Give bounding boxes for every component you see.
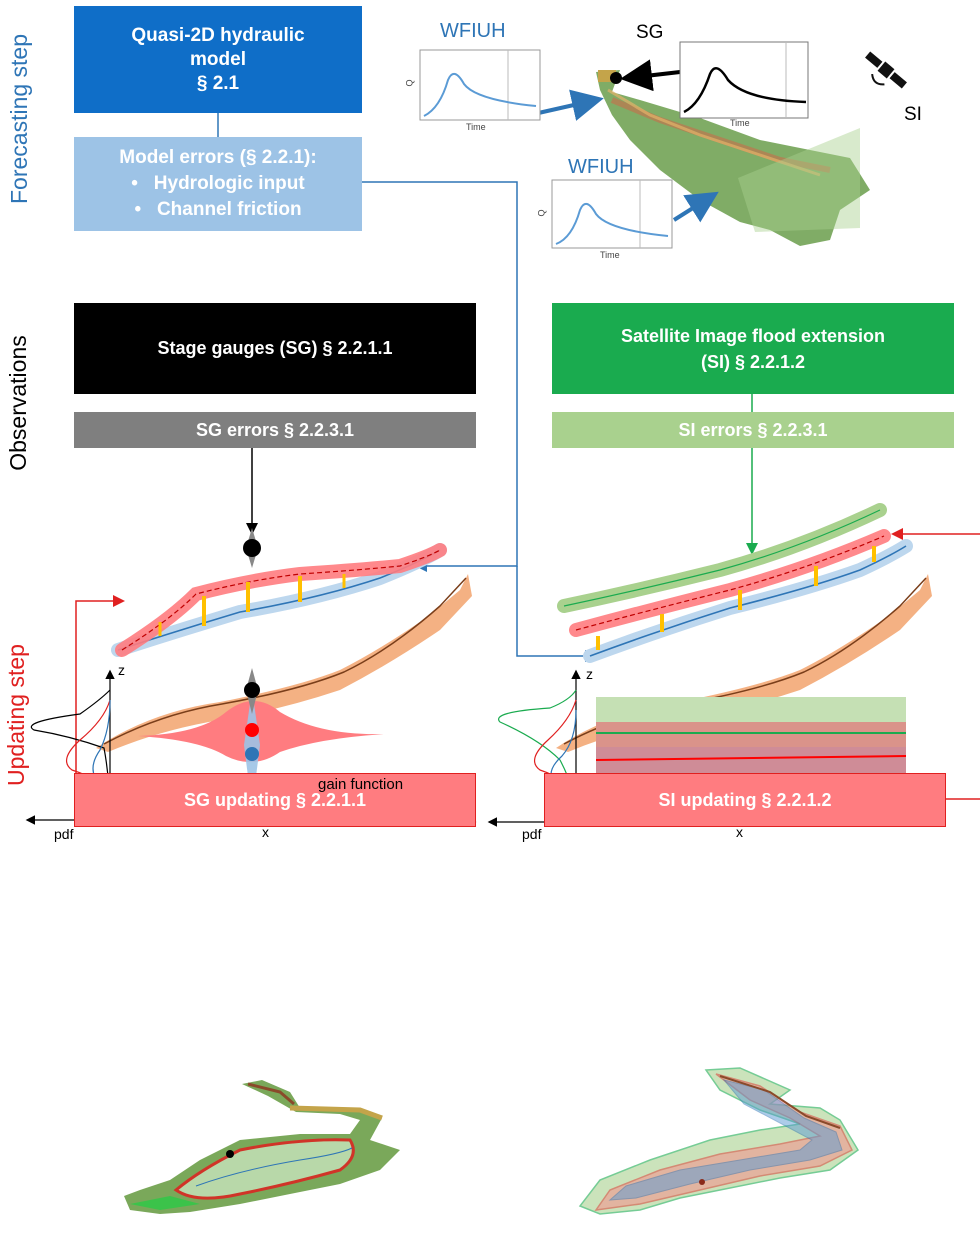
hydrograph-top-xlabel: Time xyxy=(466,122,486,132)
flood-map-top xyxy=(596,70,870,246)
si-flood-extent-map xyxy=(578,1067,859,1215)
satellite-image-box: Satellite Image flood extension (SI) § 2… xyxy=(552,303,954,394)
si-x-axis-label: x xyxy=(736,824,743,840)
wfiuh-bottom-hydrograph xyxy=(551,179,673,249)
model-errors-bullet2-text: Channel friction xyxy=(156,199,302,220)
sg-updating-box: SG updating § 2.2.1.1 xyxy=(74,773,476,827)
sg-channel-diagram xyxy=(96,528,472,752)
si-map-label: SI xyxy=(904,104,922,125)
sg-feedback-arrow xyxy=(75,595,125,773)
hydrograph-bottom-ylabel: Q xyxy=(536,209,547,217)
wfiuh-top-label: WFIUH xyxy=(440,20,506,42)
sg-pdf-label: pdf xyxy=(54,826,74,842)
hydraulic-model-line2: model xyxy=(190,48,246,70)
wfiuh-top-arrow xyxy=(533,89,604,121)
wfiuh-bottom-label: WFIUH xyxy=(568,156,634,178)
sg-errors-box: SG errors § 2.2.3.1 xyxy=(74,412,476,448)
hydrograph-bottom-xlabel: Time xyxy=(600,250,620,260)
sg-z-axis-label: z xyxy=(118,662,125,678)
hydrograph-sg-xlabel: Time xyxy=(730,118,750,128)
model-errors-bullet2: • Channel friction xyxy=(134,197,301,223)
stage-gauges-box: Stage gauges (SG) § 2.2.1.1 xyxy=(74,303,476,394)
si-errors-box: SI errors § 2.2.3.1 xyxy=(552,412,954,448)
model-errors-bullet1: • Hydrologic input xyxy=(131,171,304,197)
wfiuh-bottom-arrow xyxy=(672,191,719,223)
hydraulic-model-line1: Quasi-2D hydraulic xyxy=(131,24,305,46)
sg-hydrograph xyxy=(679,41,809,119)
si-pdf-label: pdf xyxy=(522,826,542,842)
model-errors-bullet1-text: Hydrologic input xyxy=(153,173,305,194)
si-z-axis-label: z xyxy=(586,666,593,682)
model-errors-to-sg-arrow xyxy=(362,181,518,572)
model-errors-title: Model errors (§ 2.2.1): xyxy=(119,147,317,168)
si-updating-box: SI updating § 2.2.1.2 xyxy=(544,773,946,827)
sg-map-arrow xyxy=(620,59,681,92)
wfiuh-top-hydrograph xyxy=(419,49,541,121)
hydraulic-model-box: Quasi-2D hydraulic model § 2.1 xyxy=(74,6,362,113)
si-channel-diagram xyxy=(556,503,932,752)
hydrograph-top-ylabel: Q xyxy=(404,79,415,87)
bullet-icon: • xyxy=(134,199,157,220)
model-errors-box: Model errors (§ 2.2.1): • Hydrologic inp… xyxy=(74,137,362,231)
bullet-icon: • xyxy=(131,173,154,194)
sg-map-label: SG xyxy=(636,22,664,43)
model-errors-to-si-arrow xyxy=(516,566,597,662)
sg-flood-extent-map xyxy=(124,1080,400,1214)
sg-point-marker xyxy=(610,72,622,84)
sg-x-axis-label: x xyxy=(262,824,269,840)
satellite-line2: (SI) § 2.2.1.2 xyxy=(700,351,806,372)
satellite-icon xyxy=(865,51,907,89)
satellite-line1: Satellite Image flood extension xyxy=(620,325,886,346)
gain-function-label: gain function xyxy=(318,776,404,793)
hydraulic-model-line3: § 2.1 xyxy=(196,72,240,94)
